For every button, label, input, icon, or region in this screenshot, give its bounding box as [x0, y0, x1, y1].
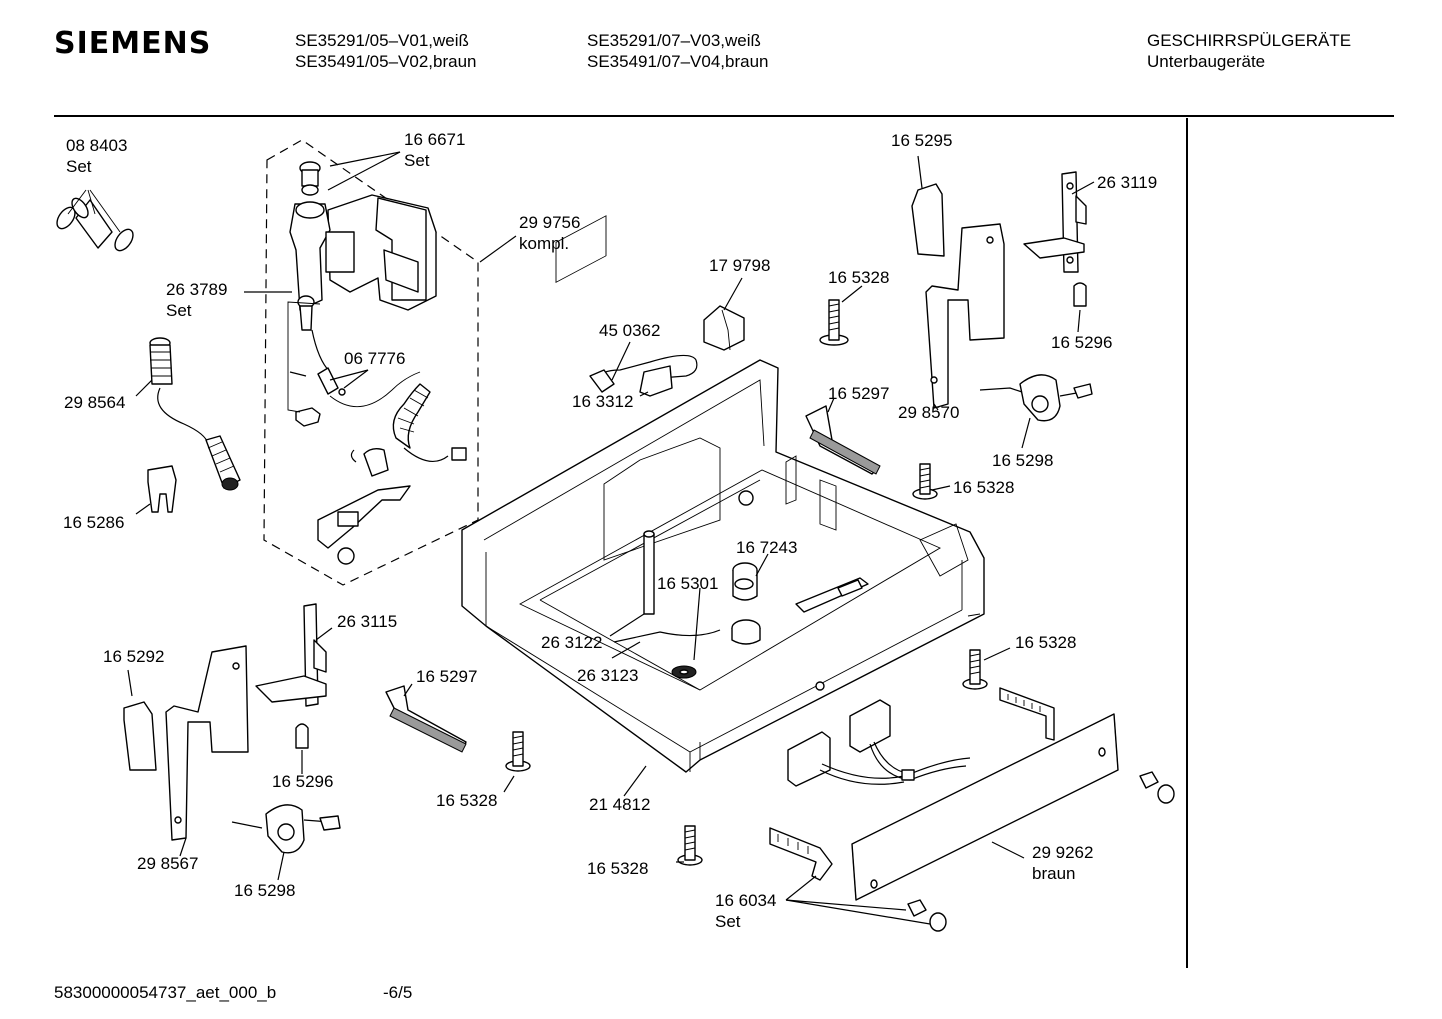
part-label: 16 5298	[992, 451, 1054, 470]
part-label: 45 0362	[599, 321, 661, 340]
clip-165286-part	[147, 465, 177, 513]
bracket-263119-part	[1023, 171, 1087, 273]
part-label: 16 6034	[715, 891, 777, 910]
part-label: 17 9798	[709, 256, 771, 275]
part-label: 26 3115	[337, 612, 398, 631]
part-label: 16 6671	[404, 130, 466, 149]
cable-450362-part	[589, 354, 698, 397]
model-list-2: SE35291/07–V03,weiß SE35491/07–V04,braun	[587, 30, 769, 72]
part-label: 16 5292	[103, 647, 165, 666]
part-label: 16 5286	[63, 513, 125, 532]
brand-logo: SIEMENS	[54, 26, 212, 61]
spring-165297-a-part	[805, 405, 881, 475]
bracket-263115-part	[255, 603, 327, 707]
base-pan-part	[461, 215, 985, 773]
part-label: 26 3123	[577, 666, 639, 685]
bracket-298567-part	[165, 645, 249, 841]
part-label-note: kompl.	[519, 234, 570, 253]
hose-clip-set-part	[56, 189, 134, 252]
part-label: 16 5297	[828, 384, 890, 403]
part-label: 06 7776	[344, 349, 406, 368]
part-label: 16 3312	[572, 392, 634, 411]
bracket-165292-part	[123, 701, 157, 771]
terminal-strip-part	[999, 687, 1055, 741]
part-label: 16 5295	[891, 131, 953, 150]
part-label-note: Set	[66, 157, 92, 176]
part-label: 08 8403	[66, 136, 128, 155]
part-label: 16 5328	[1015, 633, 1077, 652]
motor-165298-a-part	[979, 374, 1093, 422]
part-label: 29 8570	[898, 403, 960, 422]
part-label: 29 8567	[137, 854, 199, 873]
spring-hose-part	[149, 337, 241, 491]
document-id: 58300000054737_aet_000_b	[54, 983, 277, 1002]
screw-165328-d-part	[962, 649, 988, 690]
model-line: SE35491/07–V04,braun	[587, 52, 769, 71]
part-label: 16 5328	[953, 478, 1015, 497]
part-label-note: braun	[1032, 864, 1076, 883]
model-list-1: SE35291/05–V01,weiß SE35491/05–V02,braun	[295, 30, 477, 72]
part-label: 16 5328	[587, 859, 649, 878]
leader-lines	[127, 151, 1095, 925]
assembly-boundary	[263, 139, 479, 586]
part-label: 29 9262	[1032, 843, 1094, 862]
screw-cap-set-part	[907, 771, 1175, 932]
clip-165296-b-part	[295, 723, 309, 749]
model-line: SE35291/07–V03,weiß	[587, 31, 761, 50]
subcategory-title: Unterbaugeräte	[1147, 52, 1266, 71]
category-title: GESCHIRRSPÜLGERÄTE	[1147, 31, 1352, 50]
part-label: 16 5301	[657, 574, 719, 593]
part-label: 29 8564	[64, 393, 126, 412]
part-label: 26 3789	[166, 280, 228, 299]
motor-165298-b-part	[231, 804, 341, 854]
part-label: 16 5328	[828, 268, 890, 287]
part-label-note: Set	[166, 301, 192, 320]
part-label-note: Set	[404, 151, 430, 170]
screw-165328-e-part	[677, 825, 703, 866]
clip-165296-a-part	[1073, 282, 1087, 307]
screw-165328-a-part	[819, 299, 849, 346]
part-label: 16 5298	[234, 881, 296, 900]
part-label-note: Set	[715, 912, 741, 931]
model-line: SE35291/05–V01,weiß	[295, 31, 469, 50]
page-number: -6/5	[383, 983, 413, 1002]
part-label: 16 5328	[436, 791, 498, 810]
part-label: 16 5296	[272, 772, 334, 791]
connector-strip-166034-part	[769, 827, 833, 881]
part-label: 16 5297	[416, 667, 478, 686]
part-label: 26 3122	[541, 633, 603, 652]
category-block: GESCHIRRSPÜLGERÄTE Unterbaugeräte	[1147, 30, 1351, 72]
wiring-harness-part	[787, 699, 971, 787]
bracket-165295-part	[911, 183, 945, 257]
bracket-298570-part	[925, 223, 1005, 409]
part-label: 16 7243	[736, 538, 798, 557]
screw-165328-b-part	[912, 463, 938, 500]
part-label: 29 9756	[519, 213, 581, 232]
model-line: SE35491/05–V02,braun	[295, 52, 477, 71]
dispenser-assembly-part	[287, 161, 467, 565]
part-label: 26 3119	[1097, 173, 1158, 192]
connector-179798-part	[703, 305, 745, 351]
front-panel-299262-part	[851, 713, 1119, 901]
part-label: 21 4812	[589, 795, 651, 814]
screw-165328-c-part	[505, 731, 531, 772]
part-label: 16 5296	[1051, 333, 1113, 352]
spring-165297-b-part	[385, 685, 467, 753]
